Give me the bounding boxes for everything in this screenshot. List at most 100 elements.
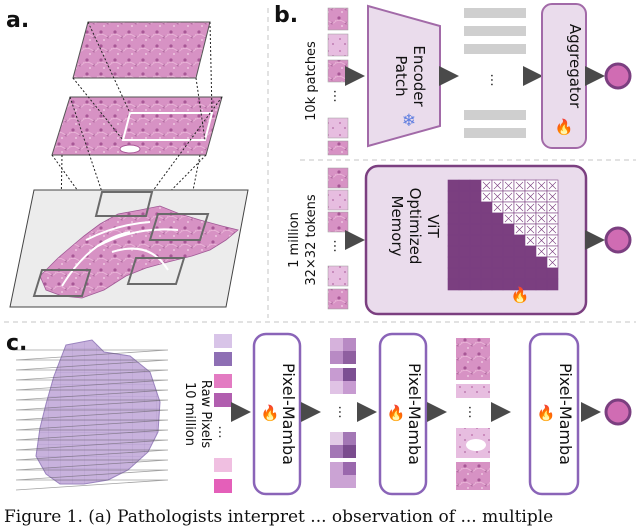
attention-mask-cross <box>482 181 491 190</box>
attention-cell <box>480 245 493 258</box>
attention-cell <box>447 245 460 258</box>
vit-label-3: ViT <box>424 214 442 238</box>
attention-cell <box>502 223 515 236</box>
attention-cell <box>447 267 460 280</box>
attention-mask-cross <box>504 214 513 223</box>
attention-mask-cross <box>526 225 535 234</box>
attention-cell <box>524 245 537 258</box>
attention-cell <box>469 179 482 192</box>
aggregator-label: Aggregator <box>566 24 584 109</box>
tokens-count-line-2: 32×32 tokens <box>304 194 319 285</box>
attention-cell <box>480 223 493 236</box>
token-ellipsis: ... <box>487 73 503 86</box>
attention-mask-cross <box>548 236 557 245</box>
panel-a: a. <box>6 8 249 308</box>
attention-cell <box>546 278 559 291</box>
pixel-mamba-block-2 <box>378 332 428 496</box>
attention-mask-cross <box>548 181 557 190</box>
attention-cell <box>458 179 471 192</box>
attention-cell <box>535 256 548 269</box>
attention-cell <box>447 234 460 247</box>
attention-cell <box>491 212 504 225</box>
pixel-mamba-label-3: Pixel-Mamba <box>556 363 575 465</box>
attention-cell <box>458 278 471 291</box>
patch-encoder-label-1: Patch <box>392 55 410 96</box>
attention-cell <box>469 278 482 291</box>
attention-cell <box>458 256 471 269</box>
panel-c-label: c. <box>6 331 27 356</box>
panel-c: c. 10 million Raw Pixels ... Pixel-Mamba… <box>6 331 632 496</box>
vit-label-2: Optimized <box>406 188 424 265</box>
attention-cell <box>458 223 471 236</box>
pixel-mamba-label-2: Pixel-Mamba <box>405 363 424 465</box>
patch-ellipsis-bottom: ... <box>330 239 346 252</box>
attention-cell <box>447 278 460 291</box>
attention-cell <box>513 245 526 258</box>
attention-cell <box>513 267 526 280</box>
attention-cell <box>491 234 504 247</box>
attention-cell <box>491 256 504 269</box>
attention-mask-cross <box>548 225 557 234</box>
attention-cell <box>524 256 537 269</box>
pixel-mamba-label-1: Pixel-Mamba <box>279 363 298 465</box>
patch-column-bottom: ... <box>327 167 349 310</box>
raster-scan-path <box>15 349 169 491</box>
output-node-top <box>604 62 632 90</box>
attention-cell <box>491 245 504 258</box>
attention-mask-cross <box>504 181 513 190</box>
attention-mask-cross <box>537 214 546 223</box>
attention-cell <box>480 234 493 247</box>
attention-mask-cross <box>537 247 546 256</box>
attention-mask-cross <box>515 181 524 190</box>
attention-mask-cross <box>537 192 546 201</box>
flame-icon: 🔥 <box>537 404 556 422</box>
attention-cell <box>513 256 526 269</box>
pixel-column: ... <box>214 334 232 493</box>
raw-pixels-line-1: 10 million <box>182 382 197 446</box>
patch-encoder-box <box>367 4 441 148</box>
sampled-regions <box>32 191 210 297</box>
attention-mask-cross <box>504 203 513 212</box>
attention-matrix <box>447 179 559 291</box>
attention-mask-cross <box>493 192 502 201</box>
attention-cell <box>447 223 460 236</box>
attention-cell <box>535 278 548 291</box>
raw-pixels-line-2: Raw Pixels <box>198 380 213 449</box>
mosaic-column-1: ... <box>330 338 356 488</box>
figure-caption: Figure 1. (a) Pathologists interpret ...… <box>4 507 554 527</box>
attention-mask-cross <box>548 247 557 256</box>
attention-cell <box>491 278 504 291</box>
attention-mask-cross <box>526 214 535 223</box>
attention-cell <box>502 256 515 269</box>
panel-b: b. 10k patches ... Patch Encoder ❄ ... <box>274 3 632 316</box>
attention-cell <box>524 267 537 280</box>
flame-icon: 🔥 <box>387 404 406 422</box>
attention-cell <box>480 267 493 280</box>
raw-pixel-tissue <box>35 339 161 485</box>
pixel-mamba-block-1 <box>252 332 302 496</box>
attention-cell <box>480 278 493 291</box>
attention-cell <box>469 256 482 269</box>
attention-cell <box>458 267 471 280</box>
vessel-shape <box>119 144 141 154</box>
attention-mask-cross <box>493 181 502 190</box>
attention-cell <box>502 245 515 258</box>
attention-mask-cross <box>548 203 557 212</box>
attention-mask-cross <box>548 214 557 223</box>
patch-ellipsis-top: ... <box>330 89 346 102</box>
attention-mask-cross <box>537 236 546 245</box>
output-node-c <box>604 398 632 426</box>
attention-cell <box>458 212 471 225</box>
attention-mask-cross <box>515 214 524 223</box>
attention-mask-cross <box>526 192 535 201</box>
attention-cell <box>469 212 482 225</box>
attention-mask-cross <box>537 203 546 212</box>
attention-mask-cross <box>526 236 535 245</box>
snowflake-icon: ❄ <box>402 111 416 131</box>
flame-icon: 🔥 <box>261 404 280 422</box>
attention-cell <box>480 201 493 214</box>
attention-cell <box>469 223 482 236</box>
attention-cell <box>458 234 471 247</box>
white-trajectories <box>61 221 179 287</box>
